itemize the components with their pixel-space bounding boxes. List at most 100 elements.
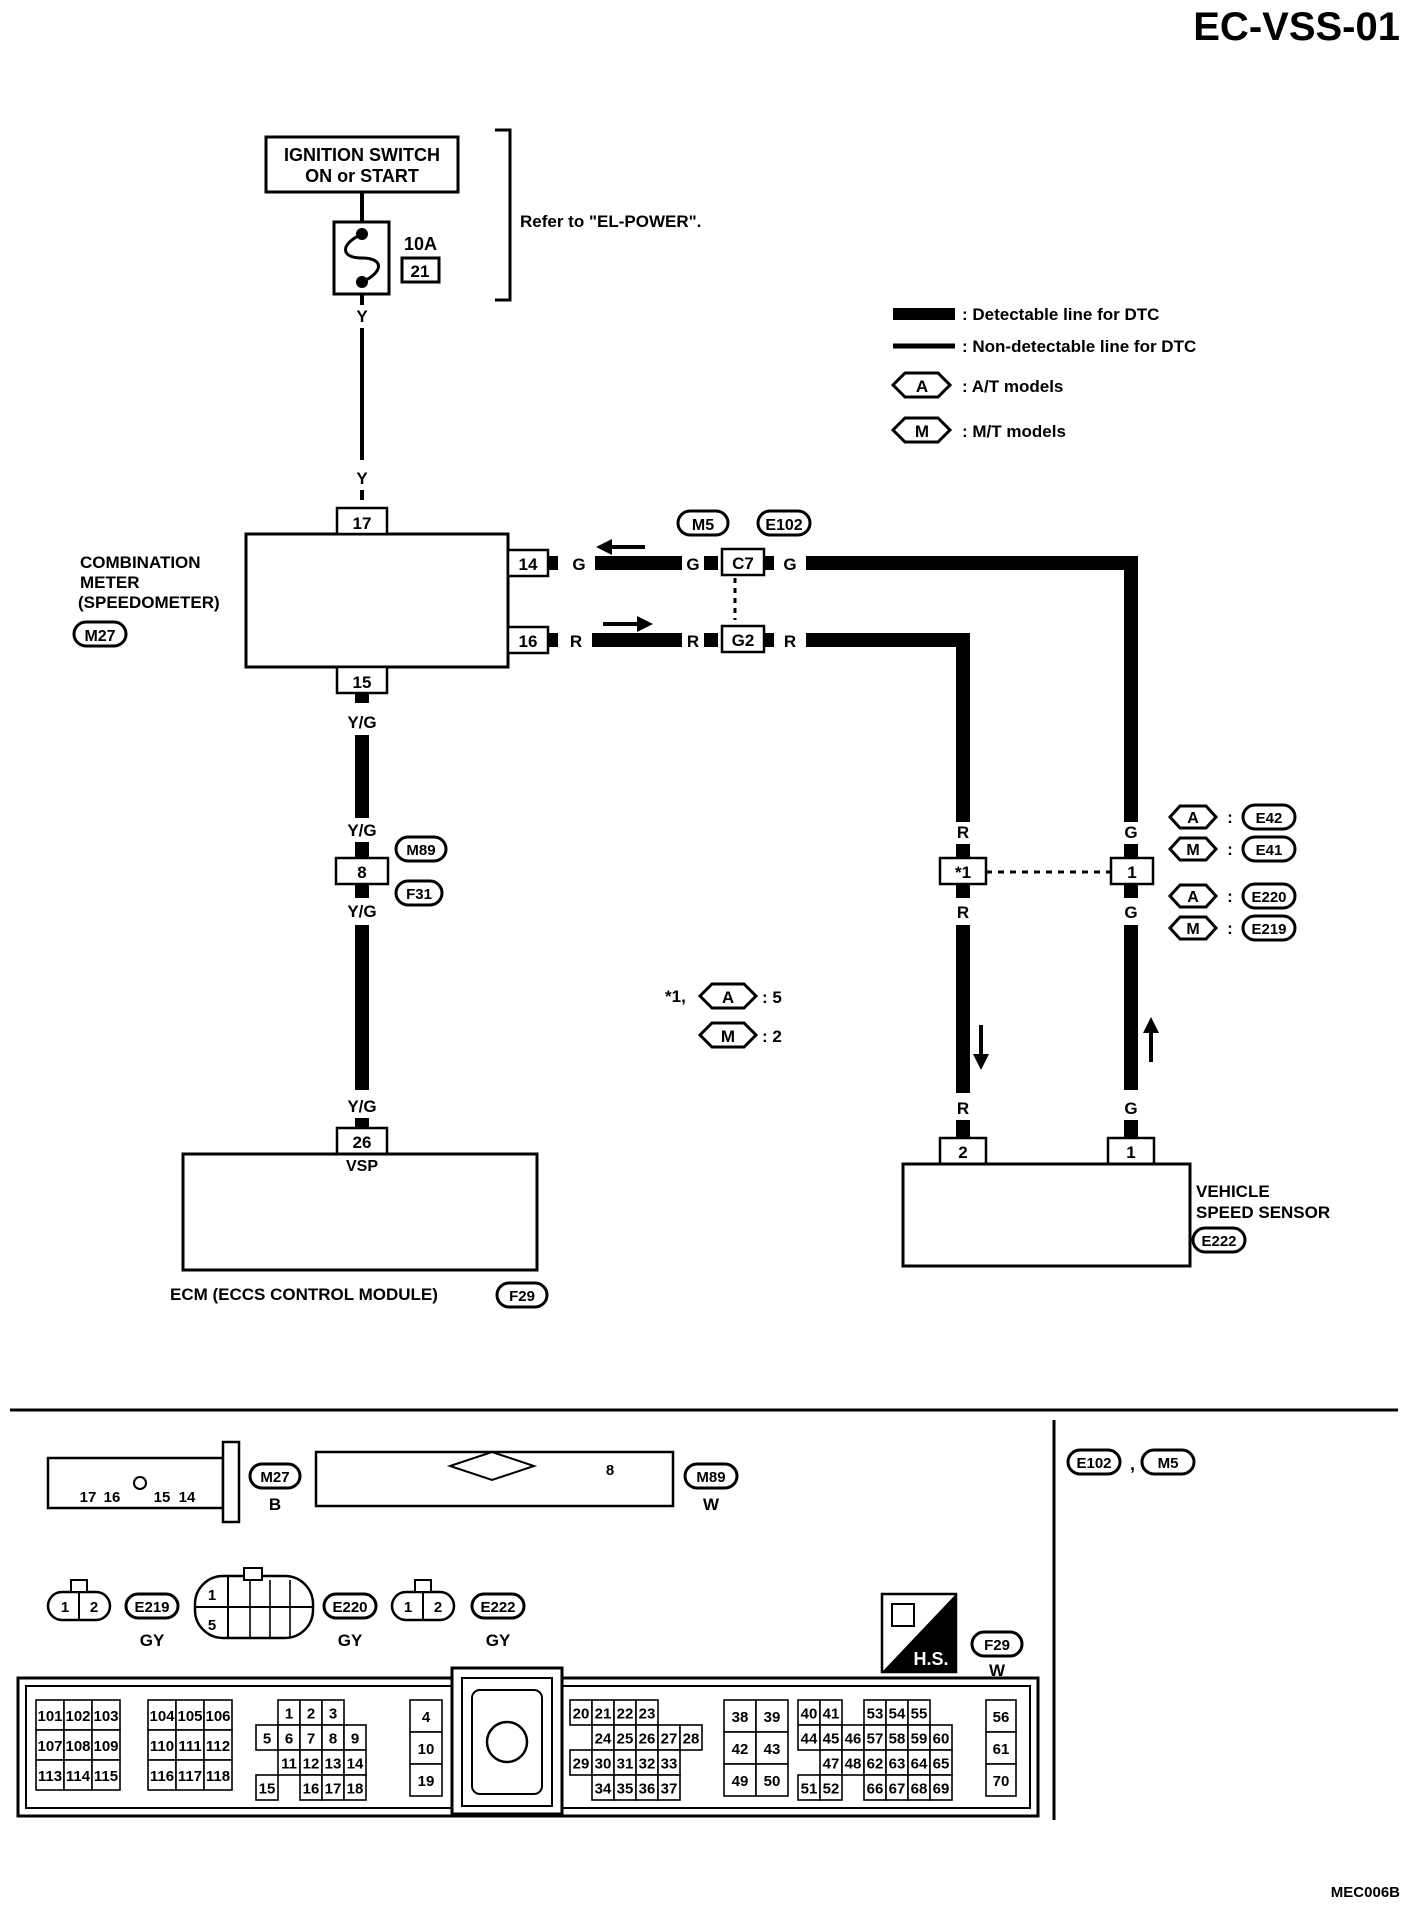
vss-pin-1: 1 <box>1126 1143 1135 1162</box>
ecm-pin-label: 5 <box>263 1731 271 1748</box>
wire-y-label-top: Y <box>356 307 368 326</box>
e220-connector-view: 1 5 E220 GY <box>193 1567 378 1650</box>
ecm-pin-label: 104 <box>149 1708 175 1725</box>
m27-pin-15: 15 <box>154 1489 171 1506</box>
figure-code: MEC006B <box>1331 1884 1400 1901</box>
tag-m-2: M <box>1186 921 1199 938</box>
legend-at-label: : A/T models <box>962 377 1063 396</box>
ecm-label: ECM (ECCS CONTROL MODULE) <box>170 1285 438 1304</box>
e219-id: E219 <box>134 1599 169 1616</box>
e222-id: E222 <box>480 1599 515 1616</box>
ignition-line2: ON or START <box>305 166 419 186</box>
ecm-pin-label: 6 <box>285 1731 293 1748</box>
header-e102: E102 <box>1076 1455 1111 1472</box>
ecm-pin-label: 1 <box>285 1706 293 1723</box>
e220-pin-1: 1 <box>208 1587 216 1604</box>
ecm-pin-label: 4 <box>422 1709 431 1726</box>
e219-color: GY <box>140 1631 165 1650</box>
ecm-pin-cell <box>63 1729 93 1761</box>
meter-label-3: (SPEEDOMETER) <box>78 593 220 612</box>
ecm-pin-label: 56 <box>993 1709 1010 1726</box>
ecm-pin-label: 103 <box>93 1708 118 1725</box>
ecm-pin-label: 107 <box>37 1738 62 1755</box>
m27-pin-14: 14 <box>179 1489 196 1506</box>
vss-pin-2: 2 <box>958 1143 967 1162</box>
header-m5: M5 <box>1158 1455 1179 1472</box>
ecm-pin-cell <box>255 1774 279 1801</box>
wire-g-label-5: G <box>1124 903 1137 922</box>
ecm-pin-label: 13 <box>325 1756 342 1773</box>
ecm-pin-label: 36 <box>639 1781 656 1798</box>
combination-meter: 17 15 14 16 <box>244 506 550 695</box>
m27-color: B <box>269 1495 281 1514</box>
right-pin-1: 1 <box>1127 863 1136 882</box>
ecm-pin-label: 38 <box>732 1709 749 1726</box>
vss-connector: E222 <box>1201 1233 1236 1250</box>
e222-color: GY <box>486 1631 511 1650</box>
ecm-box: 26 VSP <box>181 1126 539 1272</box>
ecm-pin-label: 50 <box>764 1773 781 1790</box>
wire-yg-label-1: Y/G <box>347 713 376 732</box>
ecm-pin-label: 109 <box>93 1738 118 1755</box>
m89-connector-view: 8 <box>314 1450 675 1508</box>
wire-r-label-5: R <box>957 903 969 922</box>
m27-pin-17: 17 <box>80 1489 97 1506</box>
ecm-pin-cell <box>679 1724 703 1751</box>
ecm-pin-label: 64 <box>911 1756 928 1773</box>
ecm-pin-label: 40 <box>801 1706 818 1723</box>
ecm-pin-cell <box>755 1699 789 1733</box>
ecm-pin-label: 111 <box>178 1738 201 1755</box>
ecm-pin-label: 30 <box>595 1756 612 1773</box>
fuse-number: 21 <box>411 262 430 281</box>
ecm-pin-label: 61 <box>993 1741 1010 1758</box>
note-m-val: : 2 <box>762 1027 782 1046</box>
ecm-pin-label: 57 <box>867 1731 884 1748</box>
wire-g-label-4: G <box>1124 823 1137 842</box>
ecm-pin-label: 46 <box>845 1731 862 1748</box>
m89-id: M89 <box>696 1469 725 1486</box>
ecm-pin-label: 66 <box>867 1781 884 1798</box>
wire-y-label-bottom: Y <box>356 469 368 488</box>
ecm-pin-label: 112 <box>206 1738 230 1755</box>
inline-pin-8: 8 <box>357 863 366 882</box>
ecm-pin-label: 39 <box>764 1709 781 1726</box>
ecm-pin-label: 8 <box>329 1731 337 1748</box>
ecm-pin-label: 53 <box>867 1706 884 1723</box>
meter-pin-17: 17 <box>353 514 372 533</box>
note-a-val: : 5 <box>762 988 782 1007</box>
ecm-pin-label: 59 <box>911 1731 928 1748</box>
wire-yg-label-4: Y/G <box>347 1097 376 1116</box>
legend: : Detectable line for DTC : Non-detectab… <box>890 305 1196 444</box>
ecm-pin-label: 33 <box>661 1756 678 1773</box>
m89-color: W <box>703 1495 720 1514</box>
wire-r-label-2: R <box>687 632 699 651</box>
legend-at-tag: A <box>916 377 928 396</box>
conn-e219: E219 <box>1251 921 1286 938</box>
ecm-pin-cell <box>723 1763 757 1797</box>
e222-pin-2: 2 <box>434 1599 442 1616</box>
m27-id: M27 <box>260 1469 289 1486</box>
ecm-pin-label: 16 <box>303 1781 320 1798</box>
ecm-connector: F29 <box>509 1288 535 1305</box>
ecm-pin-label: 116 <box>150 1768 174 1785</box>
ecm-pin-cell <box>175 1729 205 1761</box>
ecm-pin-label: 17 <box>325 1781 342 1798</box>
conn-e220: E220 <box>1251 889 1286 906</box>
ecm-pin-cell <box>985 1731 1017 1765</box>
ecm-pin-26: 26 <box>353 1133 372 1152</box>
ecm-pin-label: 26 <box>639 1731 656 1748</box>
wire-r-label-3: R <box>784 632 796 651</box>
e220-id: E220 <box>332 1599 367 1616</box>
inline-conn-m89: M89 <box>406 842 435 859</box>
e219-pin-2: 2 <box>90 1599 98 1616</box>
wire-yg-label-2: Y/G <box>347 821 376 840</box>
ecm-pin-cell <box>147 1759 177 1791</box>
ecm-pin-label: 29 <box>573 1756 590 1773</box>
ecm-pin-label: 37 <box>661 1781 678 1798</box>
note-m-tag: M <box>721 1027 735 1046</box>
right-connector-tags: A : E42 M : E41 A : E220 M : E219 <box>1167 803 1297 942</box>
ecm-pin-label: 68 <box>911 1781 928 1798</box>
ecm-pin-label: 25 <box>617 1731 634 1748</box>
